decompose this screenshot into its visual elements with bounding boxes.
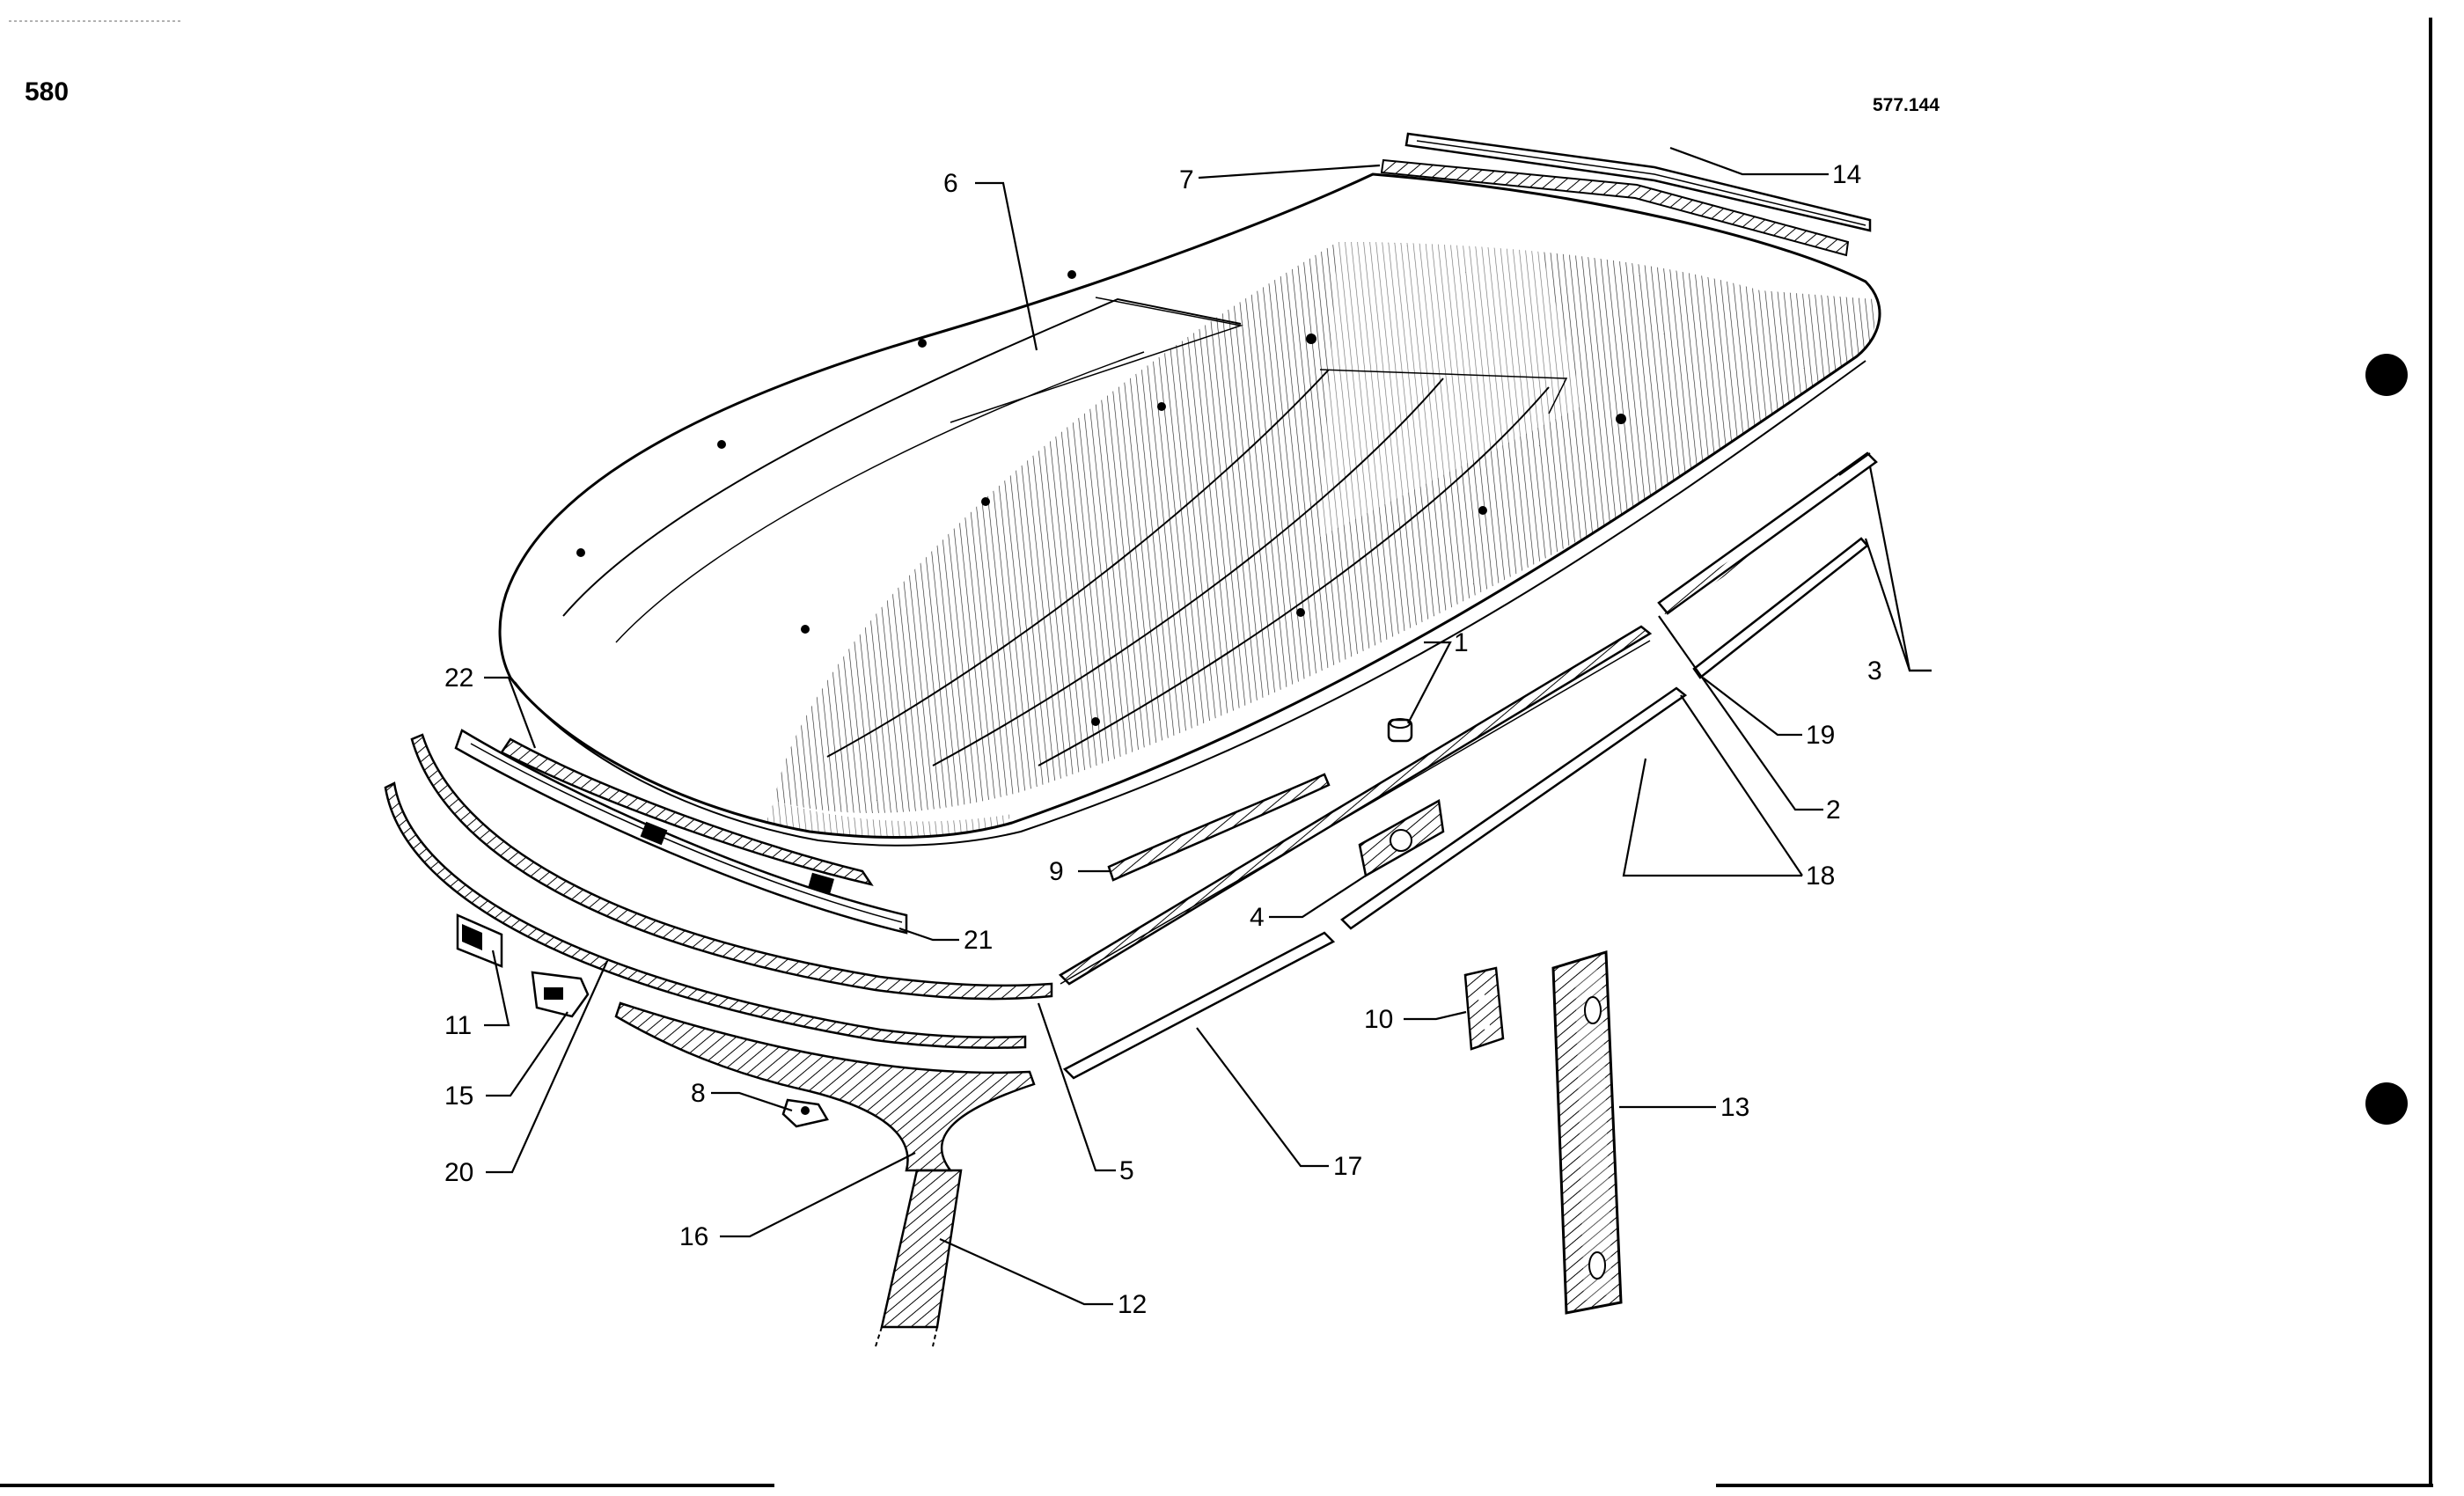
- binder-hole-upper: [2365, 354, 2408, 396]
- washer-8: [781, 1098, 829, 1128]
- callout-16: 16: [679, 1222, 708, 1251]
- side-strip-17: [1062, 931, 1336, 1080]
- molding-9: [1107, 773, 1331, 882]
- side-strip-18: [1340, 686, 1688, 930]
- gutter-2: [1058, 625, 1653, 986]
- reference-code: 577.144: [1873, 95, 1940, 115]
- rear-strip-7: [1380, 158, 1850, 257]
- callout-1: 1: [1454, 628, 1469, 657]
- callout-2: 2: [1826, 796, 1841, 825]
- callout-18: 18: [1806, 862, 1835, 891]
- roof-panel: [498, 172, 1881, 847]
- callout-3: 3: [1867, 656, 1882, 686]
- callout-17: 17: [1333, 1152, 1362, 1181]
- front-molding-20: [384, 781, 1027, 1049]
- front-rail-22: [500, 737, 874, 886]
- callout-11: 11: [444, 1011, 472, 1040]
- rear-strip-14: [1404, 132, 1872, 232]
- callout-5: 5: [1119, 1156, 1134, 1185]
- callout-14: 14: [1832, 160, 1861, 189]
- callout-10: 10: [1364, 1005, 1393, 1034]
- leader-lines: [484, 146, 1932, 1306]
- header-16: [614, 1001, 1036, 1172]
- side-rail-3: [1657, 451, 1878, 616]
- callout-12: 12: [1118, 1290, 1147, 1319]
- callout-13: 13: [1720, 1093, 1749, 1122]
- clip-15: [531, 971, 590, 1018]
- bracket-10: [1463, 966, 1505, 1051]
- bracket-4: [1358, 799, 1445, 877]
- callout-6: 6: [943, 169, 958, 198]
- callout-21: 21: [964, 926, 993, 955]
- callout-15: 15: [444, 1082, 473, 1111]
- callout-19: 19: [1806, 721, 1835, 750]
- clip-11: [456, 913, 503, 968]
- callout-4: 4: [1250, 903, 1265, 932]
- page-number: 580: [25, 77, 70, 106]
- binder-hole-lower: [2365, 1082, 2408, 1125]
- pillar-12: [875, 1169, 963, 1347]
- callout-9: 9: [1049, 857, 1064, 886]
- callout-20: 20: [444, 1158, 473, 1187]
- callout-7: 7: [1179, 165, 1194, 194]
- callout-22: 22: [444, 664, 473, 693]
- front-gutter-5: [410, 733, 1053, 1001]
- grommet-1: [1387, 718, 1413, 743]
- pillar-13: [1551, 950, 1623, 1315]
- front-crossmember-21: [454, 729, 908, 935]
- callout-8: 8: [691, 1079, 706, 1108]
- callout-labels: 1 2 3 4 5 6 7 8 9 10 11 12 13 14 15 16 1…: [444, 160, 1882, 1319]
